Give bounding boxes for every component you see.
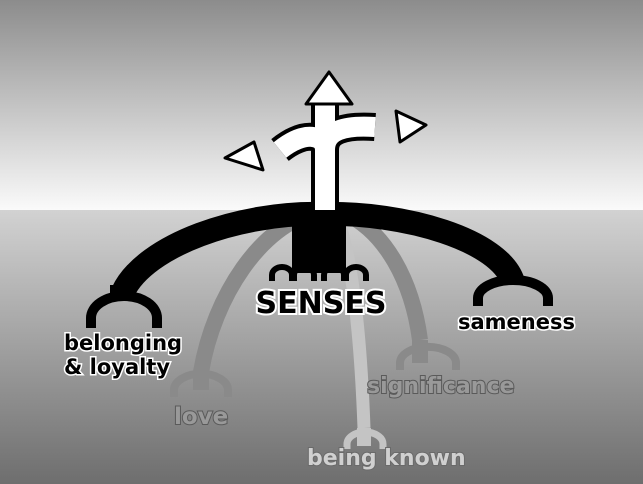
belonging-label-line-2: & loyalty [64, 355, 170, 379]
love-label: love [174, 404, 228, 430]
center-label: SENSES [256, 286, 387, 321]
belonging-label-line-1: belonging [64, 331, 182, 355]
sameness-label: sameness [458, 310, 575, 334]
being-known-label: being known [307, 446, 466, 471]
significance-label: significance [367, 374, 514, 399]
senses-stem [269, 213, 369, 281]
three-way-arrows-icon [223, 70, 428, 210]
